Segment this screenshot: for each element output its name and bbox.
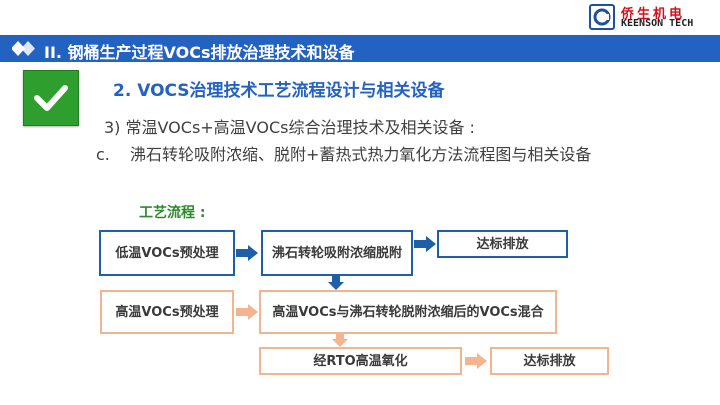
list-item-3: 3) 常温VOCs+高温VOCs综合治理技术及相关设备 : xyxy=(104,118,475,137)
rto-oxidation-text: 经RTO高温氧化 xyxy=(313,353,408,369)
section-title: II. 钢桶生产过程VOCs排放治理技术和设备 xyxy=(44,43,355,62)
arrow-down-icon xyxy=(328,276,344,290)
high-temp-pretreatment-box: 高温VOCs预处理 xyxy=(100,290,234,334)
list-item-c-text: 沸石转轮吸附浓缩、脱附+蓄热式热力氧化方法流程图与相关设备 xyxy=(130,145,592,164)
arrow-right-icon xyxy=(414,236,436,252)
mixing-text: 高温VOCs与沸石转轮脱附浓缩后的VOCs混合 xyxy=(272,304,544,320)
arrow-down-icon xyxy=(332,334,348,347)
low-temp-pretreatment-box: 低温VOCs预处理 xyxy=(99,230,235,276)
checkmark-badge xyxy=(23,70,79,126)
arrow-right-icon xyxy=(236,245,258,261)
list-item-c: c. 沸石转轮吸附浓缩、脱附+蓄热式热力氧化方法流程图与相关设备 xyxy=(96,144,686,166)
discharge-box-2: 达标排放 xyxy=(490,347,609,375)
low-temp-pretreatment-text: 低温VOCs预处理 xyxy=(115,245,219,261)
discharge-text-2: 达标排放 xyxy=(523,353,576,369)
rto-oxidation-box: 经RTO高温氧化 xyxy=(259,347,462,375)
check-icon xyxy=(34,85,68,111)
process-flow-label: 工艺流程 : xyxy=(139,205,206,221)
logo-english-name: KEENSON TECH xyxy=(621,18,694,29)
high-temp-pretreatment-text: 高温VOCs预处理 xyxy=(115,304,219,320)
mixing-box: 高温VOCs与沸石转轮脱附浓缩后的VOCs混合 xyxy=(259,290,557,334)
discharge-box-1: 达标排放 xyxy=(437,230,568,258)
logo-mark-icon xyxy=(589,4,615,30)
subsection-heading: 2. VOCS治理技术工艺流程设计与相关设备 xyxy=(113,81,445,101)
arrow-right-icon xyxy=(465,353,487,369)
zeolite-rotor-text: 沸石转轮吸附浓缩脱附 xyxy=(271,245,402,261)
list-item-c-label: c. xyxy=(96,145,110,164)
arrow-right-icon xyxy=(236,304,258,320)
diamond-bullet-icon xyxy=(12,41,35,56)
discharge-text-1: 达标排放 xyxy=(476,236,529,252)
section-banner: II. 钢桶生产过程VOCs排放治理技术和设备 xyxy=(0,35,720,62)
logo-chinese-name: 侨生机电 xyxy=(621,7,686,22)
company-logo: 侨生机电 KEENSON TECH xyxy=(589,4,717,32)
zeolite-rotor-box: 沸石转轮吸附浓缩脱附 xyxy=(261,230,413,276)
